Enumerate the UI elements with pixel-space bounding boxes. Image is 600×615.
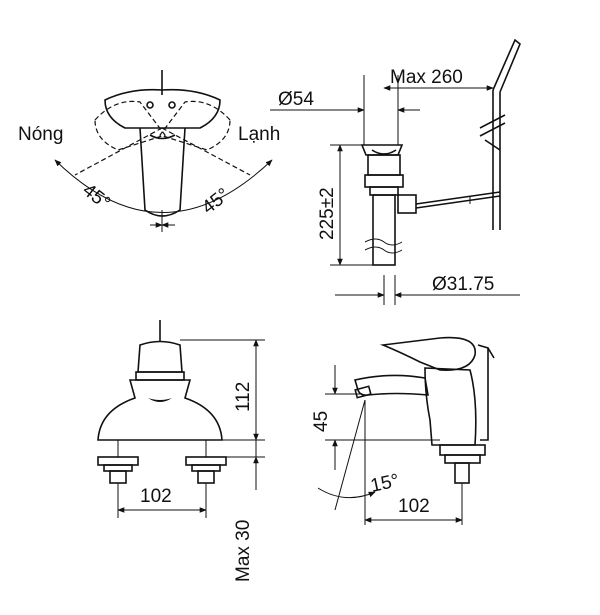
front-view: 112 102 Max 30 bbox=[97, 320, 265, 582]
max-depth-label: Max 30 bbox=[233, 520, 254, 582]
side-view: 45 15° 102 bbox=[311, 336, 495, 525]
front-height-label: 112 bbox=[233, 382, 254, 412]
hot-label: Nóng bbox=[18, 124, 63, 145]
spout-height-label: 45 bbox=[311, 411, 332, 432]
drain-diameter-label: Ø54 bbox=[278, 89, 314, 110]
front-width-label: 102 bbox=[140, 486, 172, 507]
max-reach-label: Max 260 bbox=[390, 67, 463, 88]
cold-label: Lạnh bbox=[238, 124, 280, 145]
angle-right-label: 45° bbox=[198, 184, 234, 218]
spout-angle-label: 15° bbox=[369, 470, 401, 497]
side-width-label: 102 bbox=[398, 496, 430, 517]
pipe-diameter-label: Ø31.75 bbox=[432, 274, 494, 295]
drain-height-label: 225±2 bbox=[317, 187, 338, 240]
top-view: Nóng Lạnh 45° 45° bbox=[18, 70, 280, 232]
drain-view: Ø54 Max 260 225±2 Ø31.75 bbox=[270, 38, 521, 305]
